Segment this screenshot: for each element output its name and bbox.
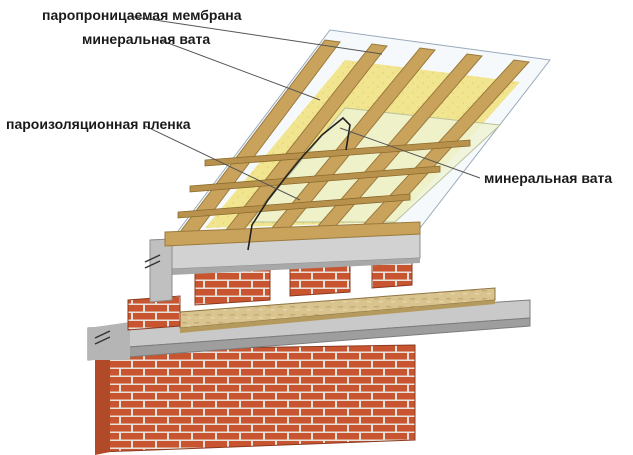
label-mineral-wool-top: минеральная вата [82,31,210,47]
label-vapor-film: пароизоляционная пленка [6,116,191,132]
leader-lines [127,15,481,201]
battens [177,139,471,219]
wall-plate-beam [164,221,421,247]
label-mineral-wool-right: минеральная вата [484,170,612,186]
label-membrane: паропроницаемая мембрана [42,7,242,23]
lower-brick-wall [95,344,416,455]
concrete-slab [87,299,531,361]
vapor-film-edge [247,116,351,251]
